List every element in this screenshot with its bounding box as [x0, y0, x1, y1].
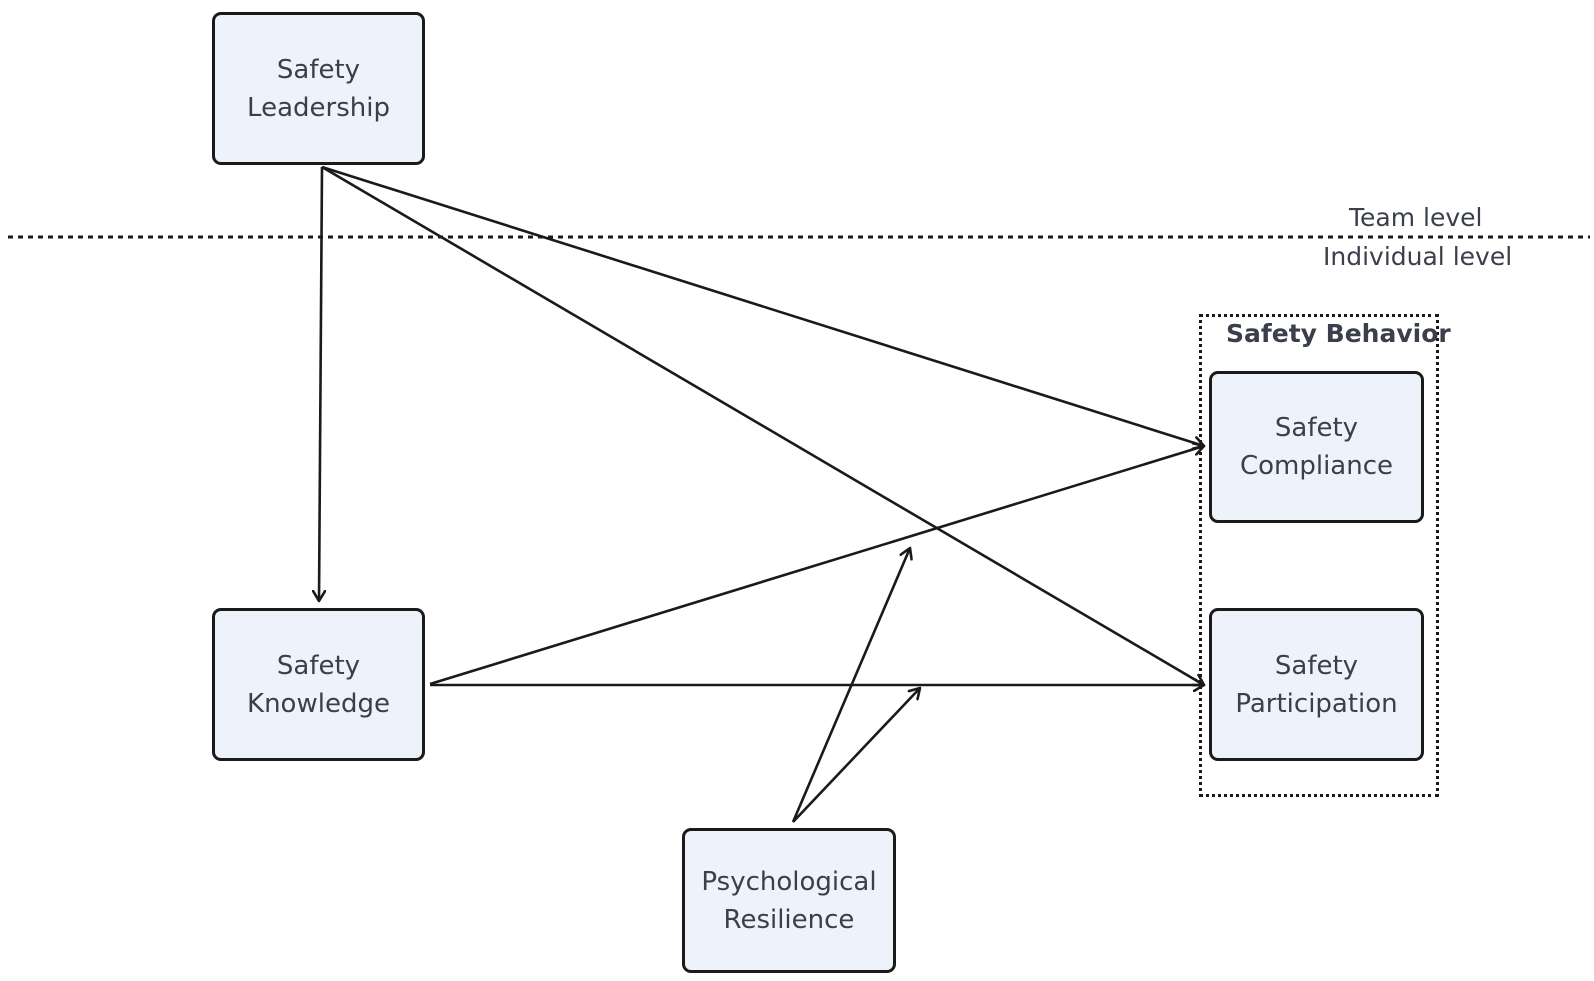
individual-level-label: Individual level	[1323, 242, 1513, 271]
node-safety-leadership[interactable]: Safety Leadership	[212, 12, 425, 165]
node-label-line: Participation	[1235, 688, 1398, 719]
node-label-line: Compliance	[1239, 451, 1394, 481]
node-label-line: Safety	[1274, 413, 1359, 443]
node-label-line: Knowledge	[247, 688, 390, 719]
safety-behavior-group-title: Safety Behavior	[1226, 319, 1451, 348]
node-label-line: Psychological	[701, 866, 877, 897]
node-label-line: Leadership	[247, 92, 390, 123]
team-level-label: Team level	[1349, 203, 1483, 232]
arrow-resilience-moderates-compliance-path	[791, 548, 910, 823]
node-psychological-resilience[interactable]: Psychological Resilience	[682, 828, 896, 973]
node-safety-knowledge[interactable]: Safety Knowledge	[212, 608, 425, 761]
node-label-line: Resilience	[723, 904, 855, 935]
node-label-line: Safety	[1274, 650, 1359, 681]
arrow-knowledge-to-compliance	[429, 446, 1204, 686]
arrow-leadership-to-knowledge	[319, 166, 322, 601]
node-safety-participation[interactable]: Safety Participation	[1209, 608, 1424, 761]
arrow-leadership-to-compliance	[321, 165, 1204, 446]
arrow-leadership-to-participation	[321, 165, 1204, 685]
safety-behavior-group	[1199, 314, 1439, 797]
node-safety-compliance[interactable]: Safety Compliance	[1209, 371, 1424, 523]
node-label-line: Safety	[276, 650, 361, 681]
arrow-resilience-moderates-participation-path	[792, 688, 920, 823]
node-label-line: Safety	[276, 54, 361, 85]
